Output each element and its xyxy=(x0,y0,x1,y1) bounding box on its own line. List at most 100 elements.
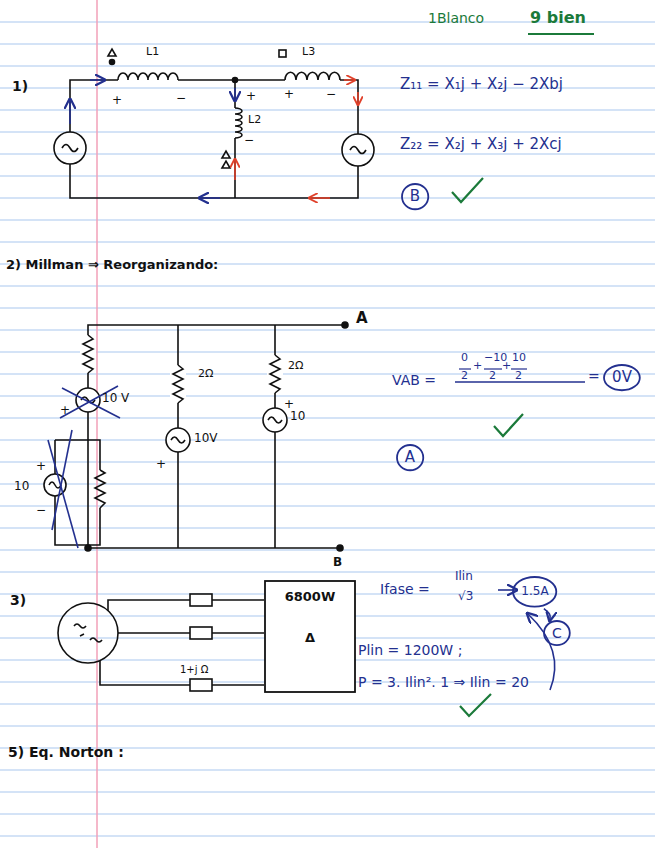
load-box: 6800W Δ xyxy=(264,580,356,693)
circled-answer: A xyxy=(396,444,424,471)
handwritten-note: 2 xyxy=(515,370,522,383)
current-arrows xyxy=(69,100,71,124)
ruled-lines xyxy=(0,528,655,529)
ruled-lines xyxy=(0,66,655,67)
current-arrows xyxy=(234,88,236,100)
handwritten-note: Z₂₂ = X₂j + X₃j + 2Xcj xyxy=(400,136,562,153)
terminal-dot xyxy=(337,545,343,551)
ruled-lines xyxy=(0,308,655,309)
handwritten-note: 10 xyxy=(512,352,526,365)
handwritten-note: √3 xyxy=(458,590,473,604)
terminal-dot xyxy=(342,322,348,328)
margin-line xyxy=(96,0,98,848)
handwritten-note: L3 xyxy=(302,46,315,59)
ruled-lines xyxy=(0,550,655,551)
resistor-symbol xyxy=(83,335,93,373)
wire xyxy=(100,600,264,685)
source-symbol xyxy=(62,145,78,152)
source-symbol xyxy=(350,147,366,154)
terminal-dot xyxy=(85,545,91,551)
resistor-symbol xyxy=(95,470,105,508)
source-symbol xyxy=(263,408,287,432)
resistor-symbol xyxy=(190,594,212,606)
handwritten-note: VAB = xyxy=(392,372,436,388)
handwritten-note: L1 xyxy=(146,46,159,59)
box-outline xyxy=(265,581,355,692)
handwritten-note: P = 3. Ilin². 1 ⇒ Ilin = 20 xyxy=(358,674,529,690)
square-marker xyxy=(279,50,286,57)
handwritten-note: B xyxy=(333,556,342,570)
source-symbol xyxy=(342,134,374,166)
ruled-lines xyxy=(0,792,655,793)
ruled-lines xyxy=(0,44,655,45)
handwritten-note: + xyxy=(284,398,294,412)
circle-outline xyxy=(513,577,556,607)
handwritten-note: − xyxy=(326,88,336,102)
current-arrows xyxy=(310,197,330,199)
source-symbol xyxy=(171,437,185,443)
inductor-symbol xyxy=(118,73,178,80)
ruled-lines xyxy=(0,770,655,771)
wire xyxy=(234,80,236,198)
handwritten-note: + xyxy=(156,458,166,472)
junction-dot xyxy=(233,78,238,83)
check-mark xyxy=(452,178,483,202)
wire xyxy=(178,325,275,548)
node-text: C xyxy=(552,625,562,641)
handwritten-note: 3) xyxy=(10,592,26,608)
check-mark xyxy=(494,414,523,436)
ruled-lines xyxy=(0,726,655,727)
handwritten-note: Ilin xyxy=(455,570,473,584)
handwritten-note: Plin = 1200W ; xyxy=(358,642,462,658)
handwritten-note: 2) Millman ⇒ Reorganizando: xyxy=(6,258,218,273)
current-arrows xyxy=(357,92,359,104)
handwritten-note: 10 xyxy=(14,480,29,494)
handwritten-note: 1Blanco xyxy=(428,10,484,26)
handwritten-note: 2 xyxy=(461,370,468,383)
handwritten-note: + xyxy=(112,94,122,108)
handwritten-note: = xyxy=(588,368,600,384)
handwritten-note: − xyxy=(36,504,46,518)
ruled-lines xyxy=(0,572,655,573)
ruled-lines xyxy=(0,484,655,485)
handwritten-note: 1+j Ω xyxy=(180,664,208,676)
handwritten-note: + xyxy=(60,404,70,418)
ruled-lines xyxy=(0,242,655,243)
handwritten-note: L2 xyxy=(248,114,261,127)
ruled-lines xyxy=(0,836,655,837)
annotation-arrows xyxy=(528,614,555,690)
handwritten-note: 10 V xyxy=(102,392,129,406)
wire xyxy=(88,325,345,548)
ruled-lines xyxy=(0,154,655,155)
resistor-symbol xyxy=(190,679,212,691)
handwritten-note: + xyxy=(502,360,511,373)
handwritten-note: 9 bien xyxy=(530,9,586,27)
circle-outline xyxy=(604,365,640,390)
handwritten-note: A xyxy=(356,310,368,327)
current-arrows xyxy=(70,80,358,198)
circle-outline xyxy=(544,621,570,645)
node-text: Δ xyxy=(305,631,315,646)
handwritten-note: 10 xyxy=(290,410,305,424)
node-text: 6800W xyxy=(285,590,336,605)
strike-out xyxy=(48,440,78,548)
handwritten-note: Ifase = xyxy=(380,581,430,597)
handwritten-note: − xyxy=(244,134,254,148)
wire xyxy=(70,80,358,198)
handwritten-note: + xyxy=(36,460,46,474)
handwritten-note: 2Ω xyxy=(198,368,213,381)
current-arrows xyxy=(90,79,104,81)
circled-answer: C xyxy=(543,620,571,646)
handwritten-note: − xyxy=(176,92,186,106)
generator-symbol xyxy=(58,603,118,663)
resistor-symbol xyxy=(173,365,183,403)
strike-out xyxy=(48,386,120,548)
ruled-lines xyxy=(0,22,655,836)
node-text: 0V xyxy=(612,369,632,386)
strike-out xyxy=(52,430,72,530)
circuit-1 xyxy=(54,49,374,198)
ruled-lines xyxy=(0,110,655,111)
triangle-marker xyxy=(222,151,230,168)
